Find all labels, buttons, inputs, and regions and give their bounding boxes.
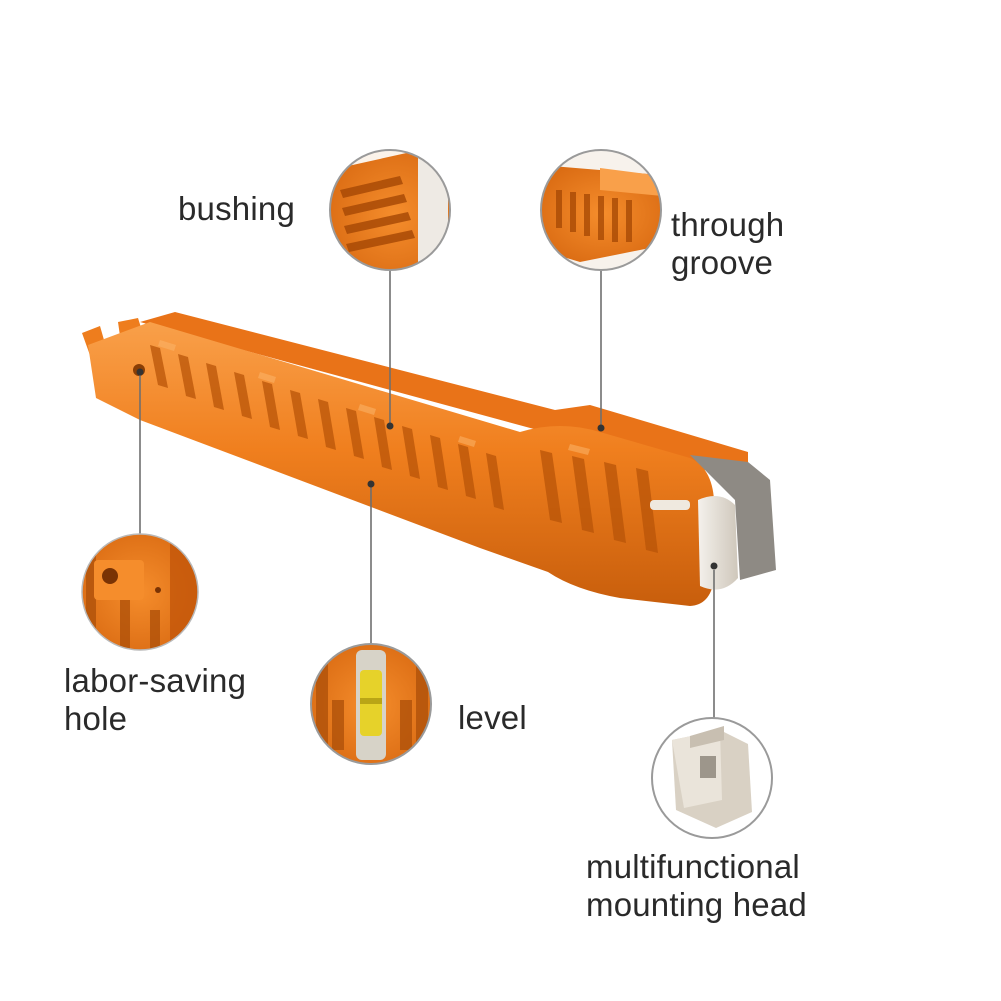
zoom-circle-bushing bbox=[329, 149, 451, 271]
label-bushing-text: bushing bbox=[178, 190, 295, 227]
faucet-wrench-tool bbox=[82, 312, 776, 606]
label-through-groove-line1: through bbox=[671, 206, 785, 243]
label-labor-saving-hole-line2: hole bbox=[64, 700, 128, 737]
zoom-circle-through-groove bbox=[540, 149, 662, 271]
leader-dots bbox=[136, 368, 718, 570]
tool-mounting-head bbox=[698, 496, 738, 590]
tool-head-plate bbox=[690, 455, 776, 580]
label-mounting-head-line2: mounting head bbox=[586, 886, 807, 923]
zoom-circle-mounting-head bbox=[651, 717, 773, 839]
tool-ribs bbox=[150, 340, 658, 553]
label-bushing: bushing bbox=[178, 190, 295, 228]
leader-lines bbox=[139, 270, 715, 718]
tool-upper-rail bbox=[140, 312, 748, 470]
label-labor-saving-hole: labor-saving hole bbox=[64, 662, 246, 738]
label-level: level bbox=[458, 699, 527, 737]
label-level-text: level bbox=[458, 699, 527, 736]
label-through-groove: through groove bbox=[671, 206, 784, 282]
tool-head-slot bbox=[650, 500, 690, 510]
zoom-circle-labor-saving-hole bbox=[81, 533, 199, 651]
zoom-circle-level bbox=[310, 643, 432, 765]
label-through-groove-line2: groove bbox=[671, 244, 774, 281]
label-labor-saving-hole-line1: labor-saving bbox=[64, 662, 247, 699]
label-mounting-head-line1: multifunctional bbox=[586, 848, 800, 885]
label-mounting-head: multifunctional mounting head bbox=[586, 848, 807, 924]
